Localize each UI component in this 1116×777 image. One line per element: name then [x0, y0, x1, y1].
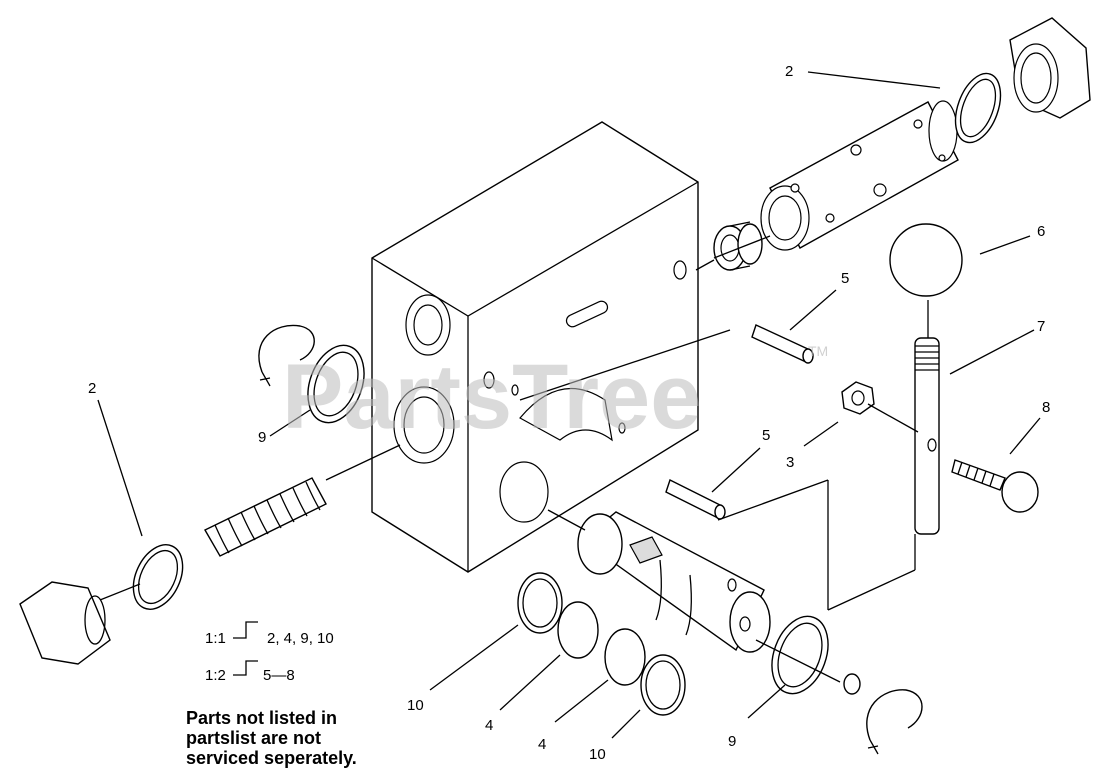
roll-pin-top: [751, 324, 814, 364]
callout-8: 8: [1042, 399, 1050, 416]
callout-2-left: 2: [88, 380, 96, 397]
o-ring-2-left: [132, 544, 184, 610]
spring: [204, 477, 327, 557]
callout-10-b: 10: [589, 746, 606, 763]
callout-5-top: 5: [841, 270, 849, 287]
callout-2-top: 2: [785, 63, 793, 80]
roll-pin-mid: [665, 479, 726, 520]
callout-7: 7: [1037, 318, 1045, 335]
callout-3: 3: [786, 454, 794, 471]
stem: [914, 337, 940, 535]
ball: [889, 223, 963, 297]
callout-9-left: 9: [258, 429, 266, 446]
o-ring-9-left: [307, 344, 365, 424]
watermark-tm: TM: [808, 343, 828, 359]
legend-ratio-1: 1:1: [205, 630, 226, 647]
hex-plug-left: [19, 581, 111, 665]
note-line-3: serviced seperately.: [186, 748, 357, 768]
note-line-2: partslist are not: [186, 728, 321, 748]
service-note: Parts not listed in partslist are not se…: [186, 708, 357, 768]
small-plug: [713, 221, 763, 271]
callout-leaders: [97, 235, 1041, 739]
assembly-lines: [99, 71, 941, 683]
legend-parts-1: 2, 4, 9, 10: [267, 630, 334, 647]
o-ring-4-b: [604, 628, 646, 686]
snap-ring-bottom: [866, 689, 923, 741]
small-check-plug: [843, 673, 861, 695]
note-line-1: Parts not listed in: [186, 708, 337, 728]
callout-6: 6: [1037, 223, 1045, 240]
ratio-legend: 1:1 2, 4, 9, 10 1:2 5—8: [205, 621, 334, 684]
callout-10-a: 10: [407, 697, 424, 714]
callout-5-mid: 5: [762, 427, 770, 444]
legend-ratio-2: 1:2: [205, 667, 226, 684]
o-ring-10-b: [640, 654, 686, 716]
callout-9-bottom: 9: [728, 733, 736, 750]
cartridge-sleeve: [760, 100, 959, 251]
valve-body: [371, 121, 699, 573]
o-ring-9-bottom: [771, 615, 829, 695]
snap-ring-left: [258, 324, 315, 373]
knob-screw: [951, 459, 1039, 513]
o-ring-10-a: [517, 572, 563, 634]
callout-4-a: 4: [485, 717, 493, 734]
hex-cap-top: [1009, 17, 1091, 119]
spool: [577, 511, 771, 653]
watermark-text: PartsTree: [282, 346, 701, 448]
o-ring-top: [954, 72, 1002, 144]
legend-parts-2: 5—8: [263, 667, 295, 684]
o-ring-4-a: [557, 601, 599, 659]
callout-4-b: 4: [538, 736, 546, 753]
